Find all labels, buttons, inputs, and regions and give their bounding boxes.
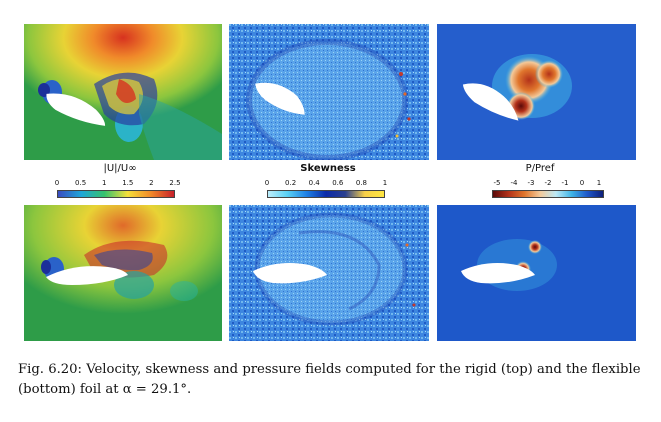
pressure-field-rigid (437, 24, 636, 160)
tick-label: 0 (264, 179, 270, 187)
colorbar-gradient-pressure (492, 190, 604, 198)
tick-label: 2 (149, 179, 154, 187)
colorbar-gradient-velocity (57, 190, 175, 198)
pressure-field-flexible-plot (437, 205, 636, 341)
tick-label: 0 (54, 179, 60, 187)
figure-caption: Fig. 6.20: Velocity, skewness and pressu… (18, 362, 641, 397)
tick-label: 1.5 (122, 179, 134, 187)
tick-label: -3 (527, 179, 535, 187)
skewness-field-rigid (229, 24, 429, 160)
colorbar-title-pressure: P/Pref (525, 163, 555, 174)
tick-label: -5 (493, 179, 501, 187)
tick-label: -1 (561, 179, 569, 187)
velocity-field-rigid (24, 24, 222, 160)
skewness-field-flexible-plot (229, 205, 429, 341)
pressure-field-flexible (437, 205, 636, 341)
tick-label: 0.2 (285, 179, 297, 187)
tick-label: 0.8 (355, 179, 367, 187)
skewness-field-rigid-plot (229, 24, 429, 160)
colorbar-title-velocity: |U|/U∞ (103, 163, 137, 174)
pressure-field-rigid-plot (437, 24, 636, 160)
velocity-field-flexible (24, 205, 222, 341)
velocity-field-rigid-plot (24, 24, 222, 160)
colorbar-ticks-pressure: -5 -4 -3 -2 -1 0 1 (493, 179, 602, 188)
tick-label: 1 (101, 179, 107, 187)
colorbar-ticks-skewness: 0 0.2 0.4 0.6 0.8 1 (264, 179, 388, 188)
tick-label: 0.5 (75, 179, 87, 187)
tick-label: 0.4 (308, 179, 320, 187)
colorbar-gradient-skewness (267, 190, 385, 198)
skewness-field-flexible (229, 205, 429, 341)
tick-label: 1 (382, 179, 388, 187)
colorbar-title-skewness: Skewness (300, 163, 356, 174)
tick-label: 0.6 (332, 179, 344, 187)
tick-label: -4 (510, 179, 518, 187)
tick-label: 0 (579, 179, 585, 187)
tick-label: -2 (544, 179, 552, 187)
tick-label: 1 (596, 179, 602, 187)
velocity-field-flexible-plot (24, 205, 222, 341)
colorbar-ticks-velocity: 0 0.5 1 1.5 2 2.5 (54, 179, 181, 188)
tick-label: 2.5 (169, 179, 181, 187)
